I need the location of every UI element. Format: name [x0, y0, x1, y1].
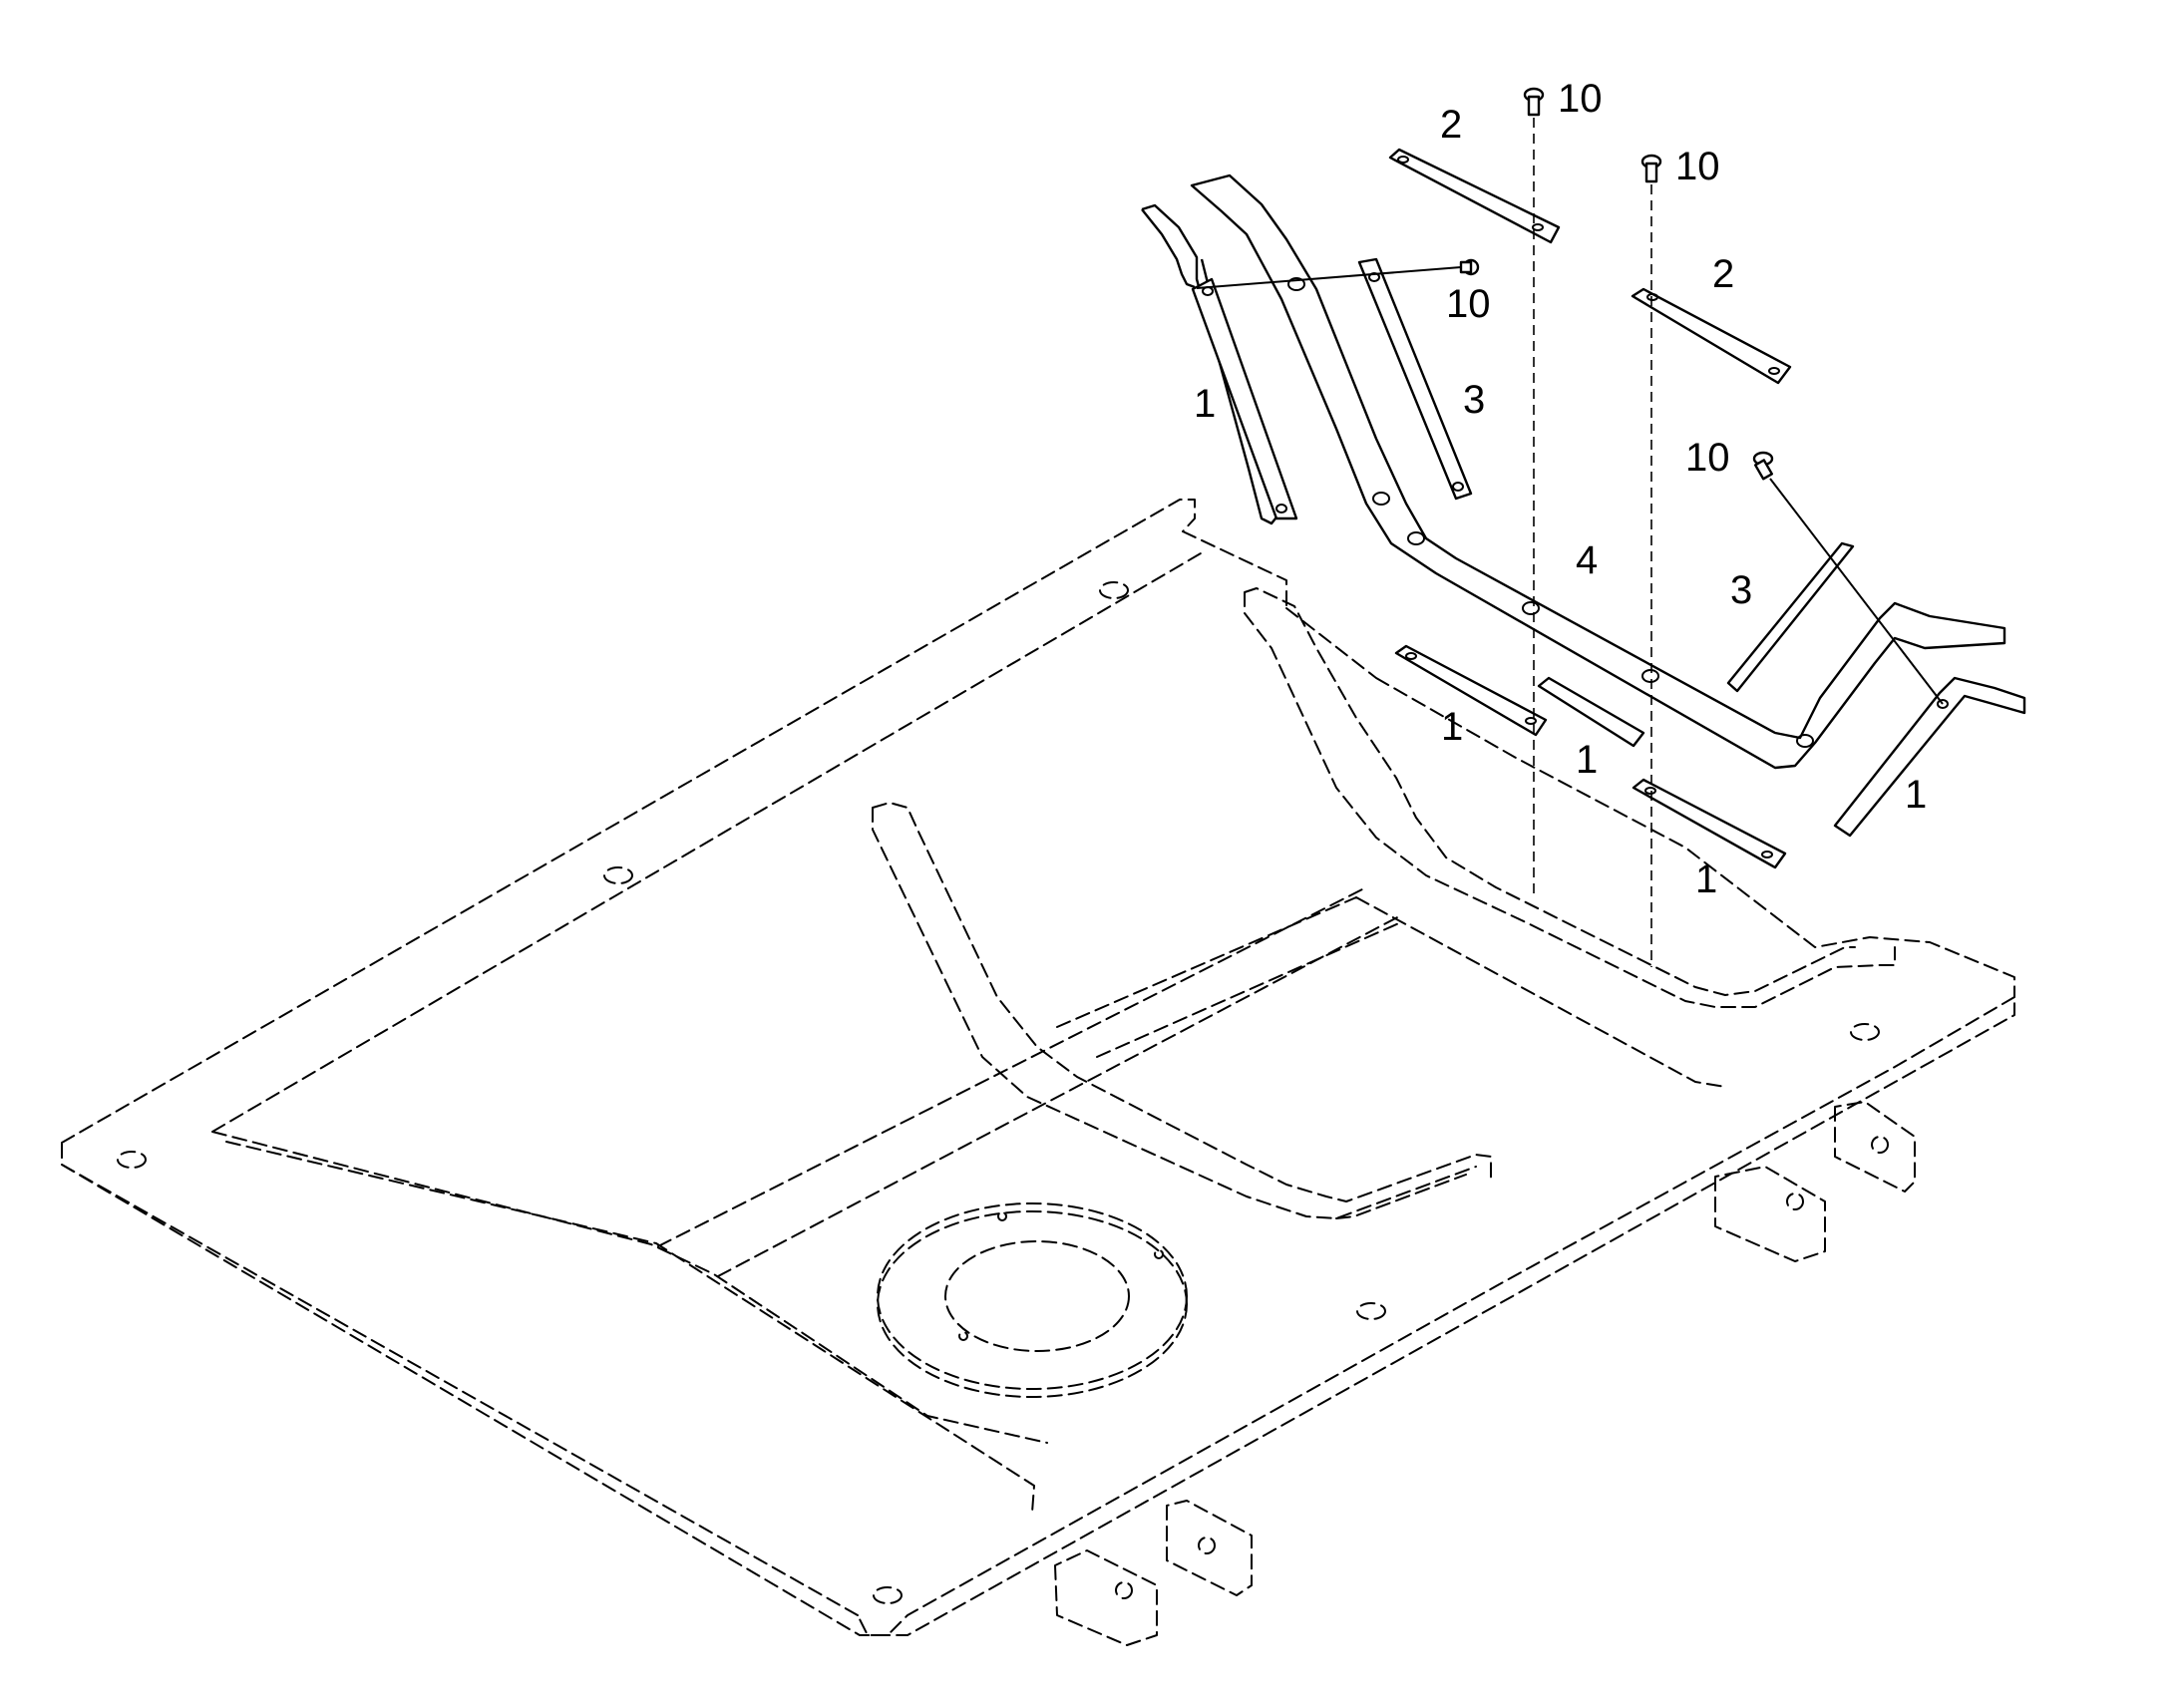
strip-part-3-lower: [1726, 541, 1855, 693]
callout-1-b: 1: [1441, 705, 1463, 749]
callout-1-e: 1: [1695, 857, 1717, 901]
cross-beam-left: [657, 886, 1402, 1277]
frame-bottom-edge: [61, 996, 2015, 1636]
callout-10-d: 10: [1685, 436, 1730, 480]
frame-lugs: [1054, 1101, 1916, 1646]
plate-part-2-lower: [1631, 287, 1792, 385]
bearing-ring-plate: [877, 1202, 1188, 1398]
guide-line-c: [1196, 266, 1462, 289]
strip-part-3-upper: [1357, 257, 1473, 501]
callout-3-b: 3: [1730, 568, 1752, 612]
callout-2-a: 2: [1440, 103, 1462, 147]
bolt-part-10-d: [1752, 451, 1774, 481]
callout-3-a: 3: [1463, 378, 1485, 422]
right-u-support: [1244, 587, 1896, 1008]
guide-line-d: [1769, 478, 1944, 705]
callout-1-c: 1: [1576, 738, 1598, 782]
callout-1-d: 1: [1905, 773, 1927, 817]
callout-10-b: 10: [1675, 145, 1720, 188]
strip-part-1-lower-a: [1394, 644, 1548, 737]
callout-labels: 10 2 10 10 2 1 3 10 4 3 1 1 1 1: [1194, 77, 1927, 901]
strip-part-1-right: [1833, 676, 2026, 838]
bolt-part-10-a: [1523, 87, 1545, 117]
frame-mounting-holes: [117, 581, 1880, 1604]
strip-part-1-lower-b: [1537, 676, 1645, 748]
plate-part-2-upper: [1388, 148, 1561, 244]
frame-inner-edge: [211, 552, 1202, 1444]
callout-10-c: 10: [1446, 282, 1491, 326]
callout-1-a: 1: [1194, 382, 1216, 426]
callout-4: 4: [1576, 538, 1598, 582]
frame-top-outline: [61, 499, 2015, 1636]
bolt-part-10-c: [1459, 258, 1480, 276]
exploded-parts: [1141, 87, 2026, 967]
center-v-support: [872, 802, 1492, 1219]
callout-2-b: 2: [1712, 252, 1734, 296]
bracket-part-4: [1190, 173, 2006, 770]
base-frame: [61, 499, 2015, 1646]
bolt-part-10-b: [1640, 154, 1662, 183]
callout-10-a: 10: [1558, 77, 1603, 121]
frame-left-ridge: [225, 1141, 1035, 1514]
cross-beam-right: [1056, 896, 1726, 1088]
strip-part-1-lower-c: [1632, 778, 1787, 869]
